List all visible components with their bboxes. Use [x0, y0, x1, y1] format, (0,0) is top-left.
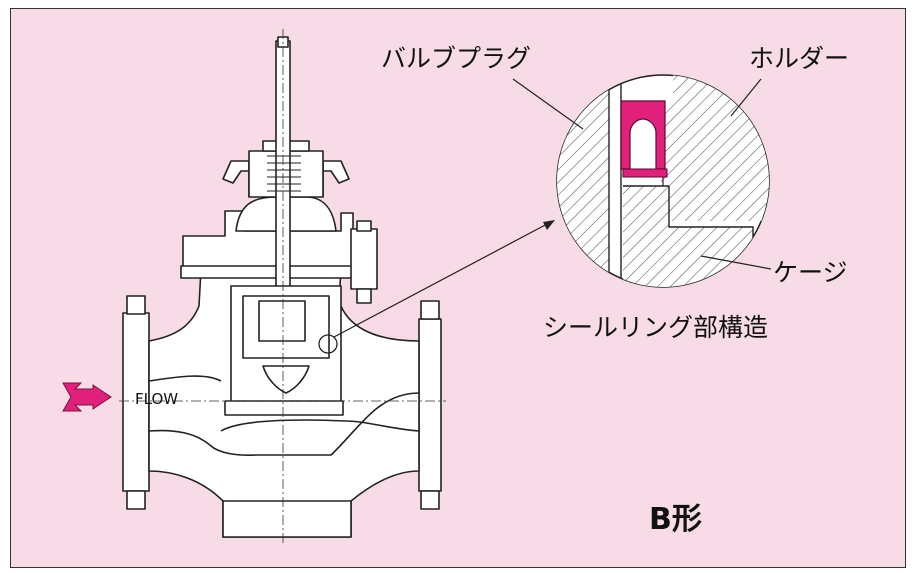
plug-body — [258, 300, 306, 342]
right-flange-bolt-bottom — [420, 490, 440, 510]
holder-label: ホルダー — [749, 44, 849, 73]
holder-section — [661, 75, 769, 287]
seal-ring-structure-label: シールリング部構造 — [543, 313, 768, 342]
plug-tip — [262, 365, 310, 394]
magnifier-leader — [333, 222, 550, 338]
cage-leader — [700, 255, 772, 270]
valve-plug-label: バルブプラグ — [381, 44, 531, 73]
seal-ring-marker — [318, 334, 338, 354]
seat-ring — [224, 400, 344, 416]
bonnet-flange — [180, 265, 354, 279]
type-label: B形 — [649, 502, 702, 537]
packing-threads — [267, 155, 301, 192]
right-flange — [418, 318, 442, 492]
left-flange-bolt-bottom — [126, 490, 146, 510]
flow-arrow-icon — [62, 382, 112, 412]
figure-frame: バルブプラグ ホルダー ケージ シールリング部構造 FLOW B形 — [10, 8, 906, 568]
magnifier-arrowhead — [543, 220, 555, 230]
valve-body — [122, 36, 442, 538]
cage-label: ケージ — [773, 258, 848, 287]
plug-section — [557, 75, 609, 287]
side-nut — [350, 228, 378, 290]
left-flange-bolt-top — [126, 295, 146, 315]
left-flange — [122, 312, 150, 492]
right-flange-bolt-top — [420, 300, 440, 320]
seal-ring — [620, 100, 666, 170]
valve-diagram: バルブプラグ ホルダー ケージ シールリング部構造 FLOW B形 — [62, 29, 849, 546]
magnified-view — [556, 74, 770, 288]
plug-leader — [512, 78, 584, 130]
holder-leader — [730, 78, 762, 117]
label-leaders — [512, 78, 772, 270]
flow-passage — [148, 375, 420, 456]
flow-label: FLOW — [135, 390, 178, 408]
bottom-cap — [222, 500, 352, 538]
